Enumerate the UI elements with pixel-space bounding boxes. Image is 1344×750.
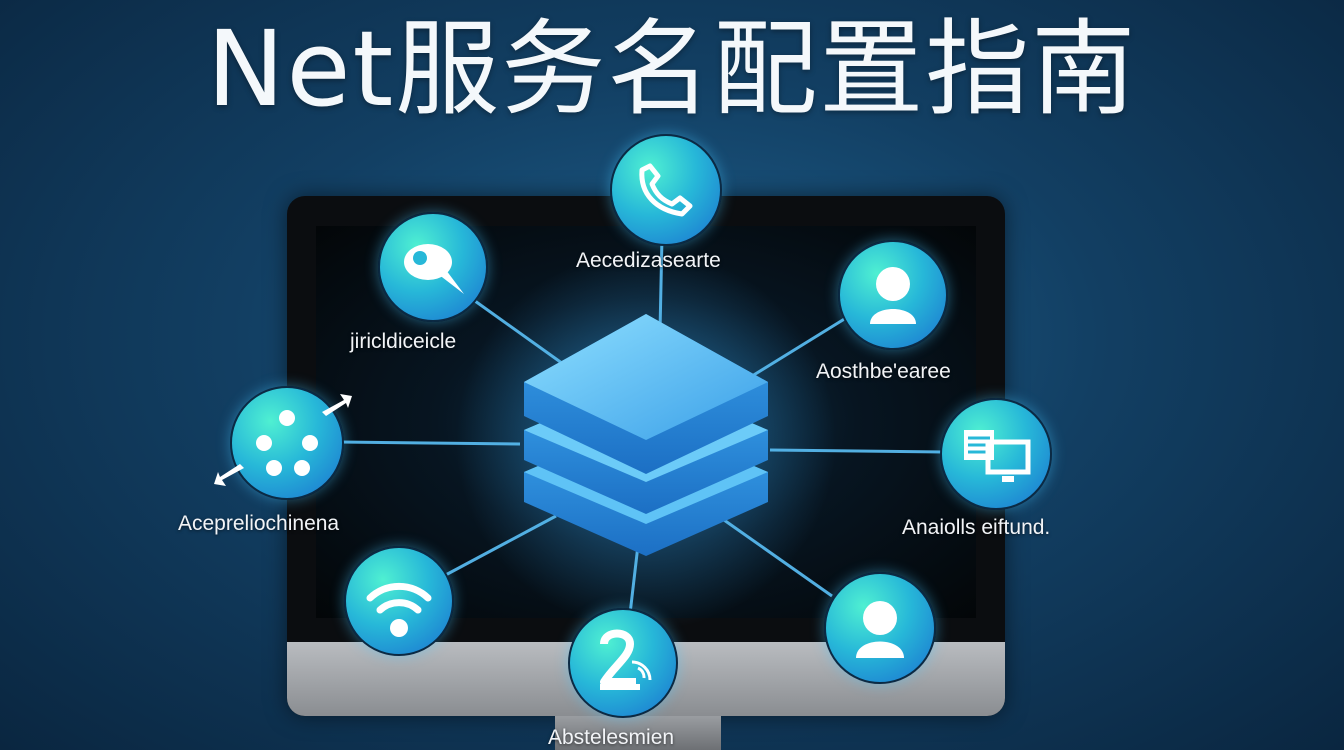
user-icon [870,267,916,324]
link-upper-left [467,294,567,368]
link-lower-left [439,514,557,580]
link-top [658,235,664,333]
label-upper-right: Aosthbe'earee [816,360,951,383]
link-left [339,440,521,446]
page-title: Net服务名配置指南 [206,8,1138,130]
wifi-icon [366,582,432,637]
link-right [769,448,945,454]
node-right [940,398,1052,510]
node-upper-right [838,240,948,350]
label-left: Acepreliochinena [178,512,340,535]
phone-icon [639,163,693,217]
user-icon [856,601,904,658]
node-lower-right [824,572,936,684]
node-left [230,386,344,500]
arrow-lower-left-icon [214,464,244,486]
label-bottom: Abstelesmien [548,726,675,749]
chat-bubble-icon [404,244,464,294]
server-hub-icon [524,314,768,556]
node-upper-left [378,212,488,322]
label-right: Anaiolls eiftund. [902,516,1051,539]
computer-icon [964,430,1031,482]
link-upper-right [751,316,847,378]
node-top [610,134,722,246]
node-bottom [568,608,678,718]
node-lower-left [344,546,454,656]
arrow-upper-right-icon [322,394,352,416]
monitor-stand [555,716,721,750]
label-upper-left: jiricldiceicle [350,330,457,353]
touch-icon [600,629,652,690]
network-dots-icon [256,410,318,476]
label-top: Aecedizasearte [576,249,721,272]
link-lower-right [723,518,833,598]
